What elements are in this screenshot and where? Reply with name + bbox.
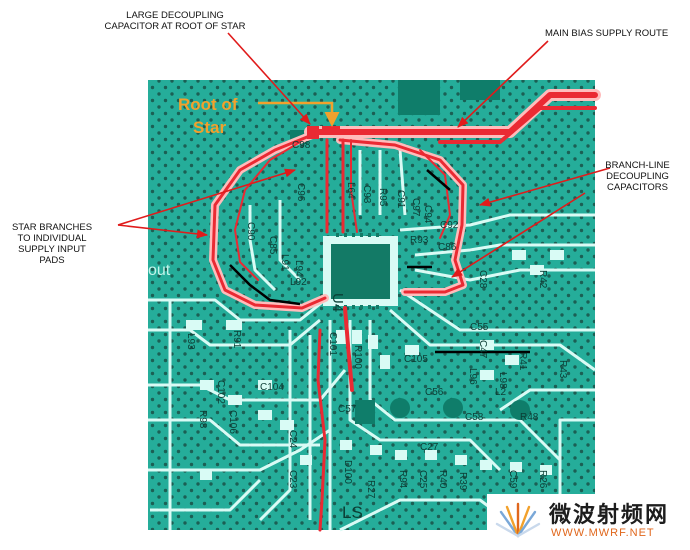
component-designator: R95 <box>377 188 388 207</box>
component-designator: C24 <box>287 430 298 449</box>
chip-label: U4 <box>329 293 346 312</box>
root-label-line1: Root of <box>178 95 238 114</box>
star-branches-callout-line3: SUPPLY INPUT <box>18 244 86 255</box>
component-designator: C97 <box>410 198 421 217</box>
branch-line-callout-line1: BRANCH-LINE <box>605 160 670 171</box>
component-designator: C58 <box>465 412 484 423</box>
component-designator: R41 <box>517 352 528 371</box>
watermark-chinese: 微波射频网 <box>549 503 670 528</box>
component-designator: C27 <box>420 442 439 453</box>
component-designator: R98 <box>197 410 208 429</box>
bottom-label: LS <box>342 503 363 522</box>
component-designator: C86 <box>438 242 457 253</box>
star-branches-callout-line2: TO INDIVIDUAL <box>17 233 87 244</box>
component-designator: R94 <box>397 470 408 489</box>
component-designator: C57 <box>338 404 357 415</box>
component-designator: L64 <box>345 182 356 199</box>
component-designator: C98 <box>292 140 311 151</box>
large-decoupling-capacitor <box>307 126 319 139</box>
watermark: 微波射频网 WWW.MWRF.NET <box>487 494 690 550</box>
large-capacitor-callout-line2: CAPACITOR AT ROOT OF STAR <box>104 21 246 32</box>
component-designator: C92 <box>440 220 459 231</box>
component-designator: C25 <box>417 470 428 489</box>
component-designator: R93 <box>410 235 429 246</box>
component-designator: C101 <box>327 332 338 356</box>
branch-line-callout-line2: DECOUPLING <box>606 171 669 182</box>
component-designator: C94 <box>422 205 433 224</box>
component-designator: L2 <box>495 387 507 398</box>
component-designator: C93 <box>361 185 372 204</box>
component-designator: R40 <box>437 470 448 489</box>
component-designator: C28 <box>477 270 488 289</box>
large-capacitor-callout: LARGE DECOUPLING CAPACITOR AT ROOT OF ST… <box>80 10 270 32</box>
watermark-logo-icon <box>495 502 541 538</box>
component-designator: C56 <box>425 387 444 398</box>
component-designator: L91 <box>279 254 290 271</box>
star-branches-callout: STAR BRANCHES TO INDIVIDUAL SUPPLY INPUT… <box>2 222 102 266</box>
component-pads <box>186 250 564 480</box>
component-designator: R100 <box>352 345 363 369</box>
black-traces <box>229 169 530 354</box>
main-bias-callout: MAIN BIAS SUPPLY ROUTE <box>545 28 669 39</box>
component-designator: R26 <box>537 470 548 489</box>
watermark-url: WWW.MWRF.NET <box>551 527 655 539</box>
branch-line-callout-line3: CAPACITORS <box>607 182 668 193</box>
component-designator: R48 <box>520 412 539 423</box>
component-designator: R43 <box>557 360 568 379</box>
component-designator: C102 <box>215 380 226 404</box>
component-designator: C106 <box>227 410 238 434</box>
ic-u4 <box>323 233 398 309</box>
branch-line-callout: BRANCH-LINE DECOUPLING CAPACITORS <box>590 160 685 193</box>
component-designator: R42 <box>537 270 548 289</box>
component-designator: C104 <box>260 382 284 393</box>
component-designator: C105 <box>404 354 428 365</box>
component-designator: L93 <box>185 333 196 350</box>
component-designator: L92 <box>290 277 307 288</box>
edge-label: out <box>148 262 171 279</box>
component-designator: L94 <box>293 260 304 277</box>
component-designator: L98 <box>497 372 508 389</box>
component-designator: D100 <box>342 460 353 484</box>
star-branches-callout-line4: PADS <box>39 255 65 266</box>
component-designator: C96 <box>295 183 306 202</box>
component-designator: C47 <box>477 340 488 359</box>
component-designator: L96 <box>467 368 478 385</box>
component-designator: R27 <box>365 480 376 499</box>
star-routing <box>209 89 601 532</box>
component-designator: C23 <box>287 470 298 489</box>
star-branches-callout-line1: STAR BRANCHES <box>11 222 93 233</box>
component-designator: C55 <box>470 322 489 333</box>
large-capacitor-callout-line1: LARGE DECOUPLING <box>126 10 224 21</box>
component-designator: R39 <box>457 472 468 491</box>
component-designator: R91 <box>231 330 242 349</box>
root-of-star-annotation: Root of Star <box>178 95 340 137</box>
component-designator: C91 <box>395 190 406 209</box>
component-designator: C85 <box>267 236 278 255</box>
callout-arrows <box>117 32 611 278</box>
component-designator: C59 <box>507 470 518 489</box>
component-designator: C90 <box>245 222 256 241</box>
root-label-line2: Star <box>193 118 226 137</box>
copper-pour <box>290 80 530 424</box>
